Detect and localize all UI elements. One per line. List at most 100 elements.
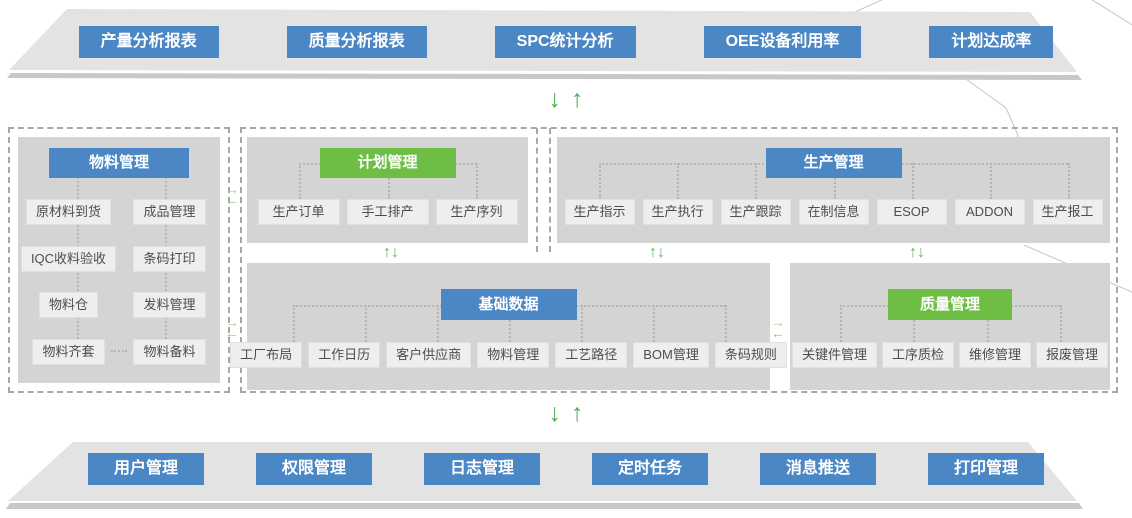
quality-module-header: 质量管理 [888,289,1012,320]
message-push-button: 消息推送 [760,453,877,485]
banner-middle-arrows: ↓ ↑ [538,84,594,114]
module-item: 关键件管理 [791,342,877,368]
module-item: 工厂布局 [230,342,303,368]
dotted-connector [913,305,915,342]
module-item: 工序质检 [881,342,954,368]
dotted-connector [987,305,989,342]
zone-separator-dash [549,128,551,252]
right-arrow-icon: → [771,314,785,330]
dotted-connector [840,305,842,342]
print-management-button: 打印管理 [928,453,1045,485]
dotted-connector [293,305,295,342]
quality-items-row: 关键件管理 工序质检 维修管理 报废管理 [790,342,1110,368]
plan-achievement-button: 计划达成率 [929,26,1054,58]
quality-analysis-report-button: 质量分析报表 [286,26,427,58]
dotted-connector [111,350,127,352]
dotted-connector [912,163,914,199]
updown-arrows-icon: ↑↓ [909,244,925,261]
log-management-button: 日志管理 [423,453,540,485]
exchange-arrows-icon: → ← [768,314,788,341]
dotted-connector [653,305,655,342]
base-data-module-panel: 基础数据 工厂布局 工作日历 客户供应商 物料管理 工艺路径 BOM管理 条码规… [230,263,787,390]
base-data-items-row: 工厂布局 工作日历 客户供应商 物料管理 工艺路径 BOM管理 条码规则 [230,342,787,368]
output-analysis-report-button: 产量分析报表 [78,26,219,58]
module-item: ESOP [876,199,947,225]
middle-banner-arrows: ↓ ↑ [538,398,594,428]
left-arrow-icon: ← [225,192,239,208]
material-module-header: 物料管理 [49,148,189,178]
dotted-connector [437,305,439,342]
production-module-header: 生产管理 [765,148,902,178]
updown-arrows-icon: ↑↓ [383,244,399,261]
right-arrow-icon: → [225,314,239,330]
down-arrow-icon: ↓ [548,84,562,113]
right-arrow-icon: → [225,181,239,197]
permission-management-button: 权限管理 [255,453,372,485]
dotted-connector [388,163,390,199]
system-admin-banner: 用户管理 权限管理 日志管理 定时任务 消息推送 打印管理 [0,438,1132,518]
updown-arrows-icon: ↑↓ [649,244,665,261]
spc-statistic-analysis-button: SPC统计分析 [494,26,636,58]
dotted-connector [365,305,367,342]
module-item: 成品管理 [133,199,206,226]
planning-module-header: 计划管理 [319,148,456,178]
dotted-connector [581,305,583,342]
up-arrow-icon: ↑ [571,398,584,427]
scheduled-task-button: 定时任务 [592,453,709,485]
planning-items-row: 生产订单 手工排产 生产序列 [247,199,528,225]
dotted-connector [599,163,601,199]
banner-shadow-edge [7,73,1082,80]
left-arrow-icon: ← [771,325,785,341]
dotted-connector [755,163,757,199]
base-data-module-header: 基础数据 [440,289,577,320]
module-item: BOM管理 [633,342,709,368]
module-item: 生产报工 [1032,199,1103,225]
module-item: 手工排产 [346,199,429,225]
module-item: 条码规则 [714,342,787,368]
dotted-connector [677,163,679,199]
module-item: 生产序列 [435,199,518,225]
production-items-row: 生产指示 生产执行 生产跟踪 在制信息 ESOP ADDON 生产报工 [557,199,1110,225]
dotted-connector [299,163,301,199]
module-item: 生产执行 [642,199,713,225]
material-module-panel: 物料管理 原材料到货 成品管理 IQC收料验收 条码打印 物料仓 发料管理 物料… [18,137,220,383]
material-zone-border [8,127,230,393]
user-management-button: 用户管理 [87,453,204,485]
module-item: 工作日历 [308,342,381,368]
module-item: 生产跟踪 [720,199,791,225]
module-item: ADDON [954,199,1025,225]
admin-button-row: 用户管理 权限管理 日志管理 定时任务 消息推送 打印管理 [0,453,1132,485]
dotted-connector [1060,305,1062,342]
module-item: 原材料到货 [25,199,111,226]
report-button-row: 产量分析报表 质量分析报表 SPC统计分析 OEE设备利用率 计划达成率 [0,26,1132,58]
dotted-connector [509,305,511,342]
module-item: 物料仓 [38,292,98,319]
planning-module-panel: 计划管理 生产订单 手工排产 生产序列 [247,137,528,243]
zone-separator-dash [536,128,538,252]
dotted-connector [990,163,992,199]
module-item: 维修管理 [959,342,1032,368]
module-item: 生产指示 [564,199,635,225]
module-item: 物料备料 [133,338,206,365]
module-item: 工艺路径 [555,342,628,368]
dotted-connector [1068,163,1070,199]
banner-shadow-edge [6,503,1083,509]
down-arrow-icon: ↓ [548,398,562,427]
module-item: 报废管理 [1036,342,1109,368]
module-item: 物料齐套 [32,338,105,365]
module-item: 在制信息 [798,199,869,225]
up-arrow-icon: ↑ [571,84,584,113]
left-arrow-icon: ← [225,325,239,341]
exchange-arrows-icon: → ← [222,181,242,208]
production-module-panel: 生产管理 生产指示 生产执行 生产跟踪 在制信息 ESOP ADDON 生产报工 [557,137,1110,243]
module-item: 发料管理 [133,292,206,319]
module-item: IQC收料验收 [20,245,117,272]
exchange-arrows-icon: → ← [222,314,242,341]
module-item: 客户供应商 [386,342,472,368]
module-item: 条码打印 [133,245,206,272]
oee-utilization-button: OEE设备利用率 [703,26,862,58]
material-items-grid: 原材料到货 成品管理 IQC收料验收 条码打印 物料仓 发料管理 物料齐套 物料… [18,189,220,375]
dotted-connector [834,163,836,199]
quality-module-panel: 质量管理 关键件管理 工序质检 维修管理 报废管理 [790,263,1110,390]
